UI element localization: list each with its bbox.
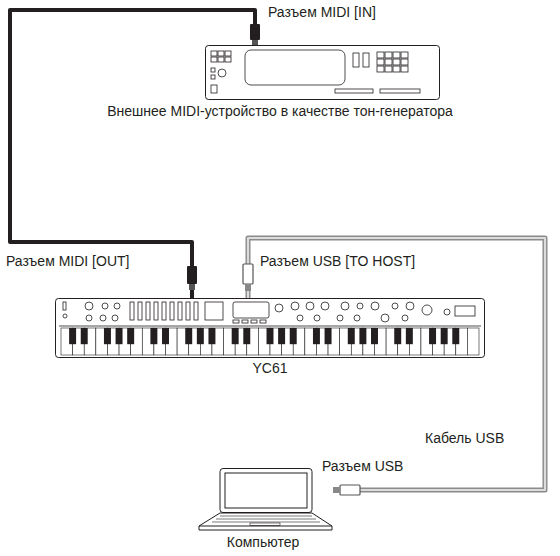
laptop-illustration bbox=[198, 468, 333, 532]
white-key bbox=[467, 328, 479, 355]
usb-plug bbox=[340, 485, 360, 495]
usb-cable bbox=[248, 238, 545, 490]
black-key bbox=[150, 328, 157, 344]
midi-plug bbox=[250, 24, 260, 40]
black-key bbox=[267, 328, 274, 344]
usb-plug-tip bbox=[333, 487, 340, 493]
black-key bbox=[429, 328, 436, 344]
cable-label: Кабель USB bbox=[425, 430, 504, 447]
usb-plug bbox=[243, 264, 253, 284]
black-key bbox=[371, 328, 378, 344]
black-key bbox=[104, 328, 111, 344]
black-key bbox=[232, 328, 239, 344]
cable-core bbox=[248, 238, 545, 490]
connector-label: Разъем MIDI [OUT] bbox=[6, 253, 129, 270]
black-key bbox=[197, 328, 204, 344]
black-key bbox=[162, 328, 169, 344]
connector-label: Разъем USB [TO HOST] bbox=[260, 253, 415, 270]
black-key bbox=[359, 328, 366, 344]
black-key bbox=[127, 328, 134, 344]
black-key bbox=[394, 328, 401, 344]
black-key bbox=[313, 328, 320, 344]
black-key bbox=[452, 328, 459, 344]
device-caption: YC61 bbox=[55, 360, 485, 377]
black-key bbox=[69, 328, 76, 344]
black-key bbox=[441, 328, 448, 344]
black-key bbox=[325, 328, 332, 344]
black-key bbox=[348, 328, 355, 344]
device-caption: Внешнее MIDI-устройство в качестве тон-г… bbox=[6, 103, 554, 120]
device-caption: Компьютер bbox=[193, 534, 333, 551]
usb-plug-tip bbox=[245, 284, 251, 291]
tone-generator-illustration bbox=[205, 45, 440, 100]
black-key bbox=[278, 328, 285, 344]
tone-generator-node: Внешнее MIDI-устройство в качестве тон-г… bbox=[6, 45, 554, 120]
black-key bbox=[208, 328, 215, 344]
black-key bbox=[406, 328, 413, 344]
stage-keyboard-illustration bbox=[55, 298, 485, 358]
midi-plug-tip bbox=[252, 40, 258, 45]
black-key bbox=[185, 328, 192, 344]
black-key bbox=[81, 328, 88, 344]
computer-node: Компьютер bbox=[193, 468, 333, 551]
connector-label: Разъем USB bbox=[322, 458, 403, 475]
midi-plug-tip bbox=[189, 284, 195, 290]
black-key bbox=[243, 328, 250, 344]
keyboard-node: YC61 bbox=[55, 298, 485, 377]
black-key bbox=[290, 328, 297, 344]
connector-label: Разъем MIDI [IN] bbox=[268, 4, 376, 21]
black-key bbox=[116, 328, 123, 344]
midi-plug bbox=[187, 266, 197, 284]
